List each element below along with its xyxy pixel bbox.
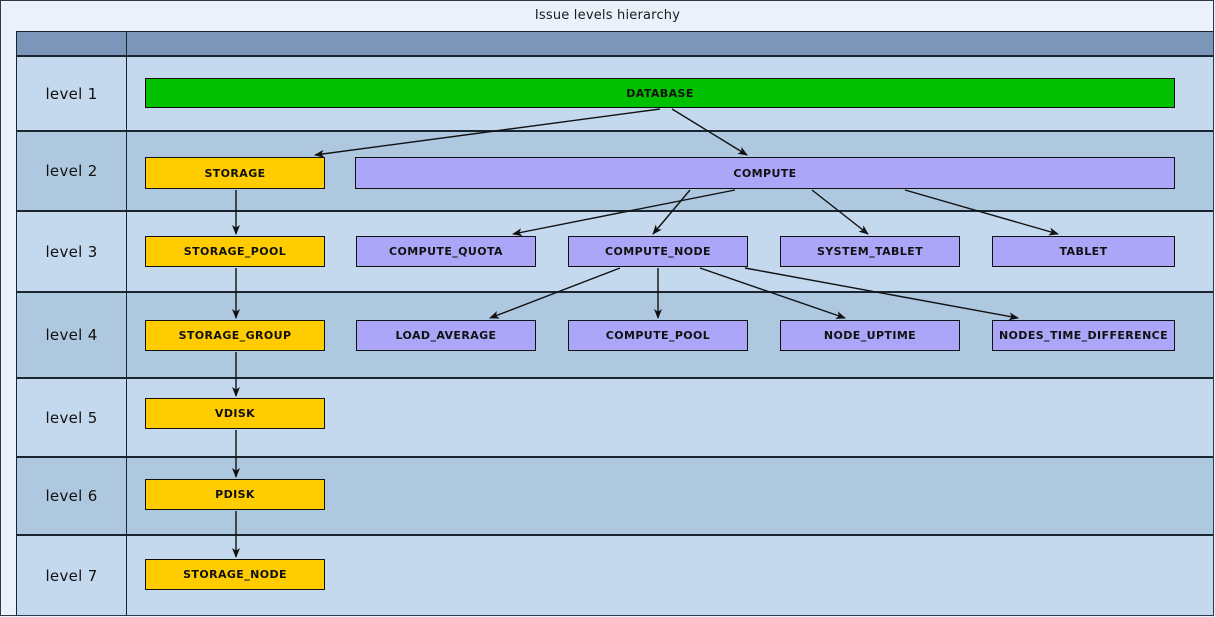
node-storage-group[interactable]: STORAGE_GROUP [145,320,325,351]
page-title: Issue levels hierarchy [0,0,1215,31]
level-column-divider [126,293,127,377]
node-compute-node[interactable]: COMPUTE_NODE [568,236,748,267]
node-nodes-time-difference[interactable]: NODES_TIME_DIFFERENCE [992,320,1175,351]
node-storage-node[interactable]: STORAGE_NODE [145,559,325,590]
node-vdisk[interactable]: VDISK [145,398,325,429]
node-pdisk[interactable]: PDISK [145,479,325,510]
node-load-average[interactable]: LOAD_AVERAGE [356,320,536,351]
header-band [16,31,1214,56]
level-label-2: level 2 [45,162,98,180]
node-node-uptime[interactable]: NODE_UPTIME [780,320,960,351]
header-band-divider [126,32,127,55]
level-label-1: level 1 [45,84,98,103]
level-column-divider [126,379,127,456]
level-column-divider [126,57,127,130]
level-label-5: level 5 [45,408,98,427]
level-label-6: level 6 [45,487,98,505]
node-tablet[interactable]: TABLET [992,236,1175,267]
level-column-divider [126,458,127,534]
node-compute-quota[interactable]: COMPUTE_QUOTA [356,236,536,267]
node-compute[interactable]: COMPUTE [355,157,1175,189]
level-column-divider [126,212,127,291]
level-label-3: level 3 [45,242,98,261]
node-database[interactable]: DATABASE [145,78,1175,108]
level-label-4: level 4 [45,326,98,344]
node-storage[interactable]: STORAGE [145,157,325,189]
node-compute-pool[interactable]: COMPUTE_POOL [568,320,748,351]
level-column-divider [126,132,127,210]
node-storage-pool[interactable]: STORAGE_POOL [145,236,325,267]
node-system-tablet[interactable]: SYSTEM_TABLET [780,236,960,267]
level-label-7: level 7 [45,566,98,585]
level-column-divider [126,536,127,615]
